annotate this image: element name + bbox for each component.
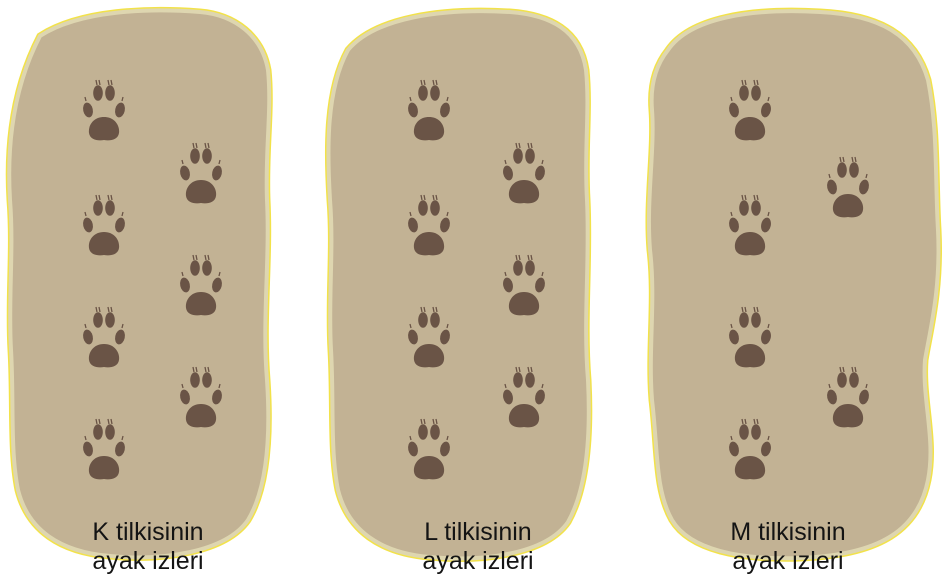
caption-l-subtitle: ayak izleri xyxy=(378,547,578,576)
caption-l-name: L tilkisinin xyxy=(378,518,578,547)
ground-patch xyxy=(649,11,939,558)
panel-l xyxy=(328,11,588,558)
ground-patch xyxy=(328,11,588,558)
caption-m: M tilkisinin ayak izleri xyxy=(688,518,888,576)
panel-m xyxy=(649,11,939,558)
caption-m-name: M tilkisinin xyxy=(688,518,888,547)
caption-k-name: K tilkisinin xyxy=(48,518,248,547)
caption-l: L tilkisinin ayak izleri xyxy=(378,518,578,576)
caption-k-subtitle: ayak izleri xyxy=(48,547,248,576)
caption-m-subtitle: ayak izleri xyxy=(688,547,888,576)
ground-patch xyxy=(9,10,269,557)
panel-k xyxy=(9,10,269,557)
caption-k: K tilkisinin ayak izleri xyxy=(48,518,248,576)
